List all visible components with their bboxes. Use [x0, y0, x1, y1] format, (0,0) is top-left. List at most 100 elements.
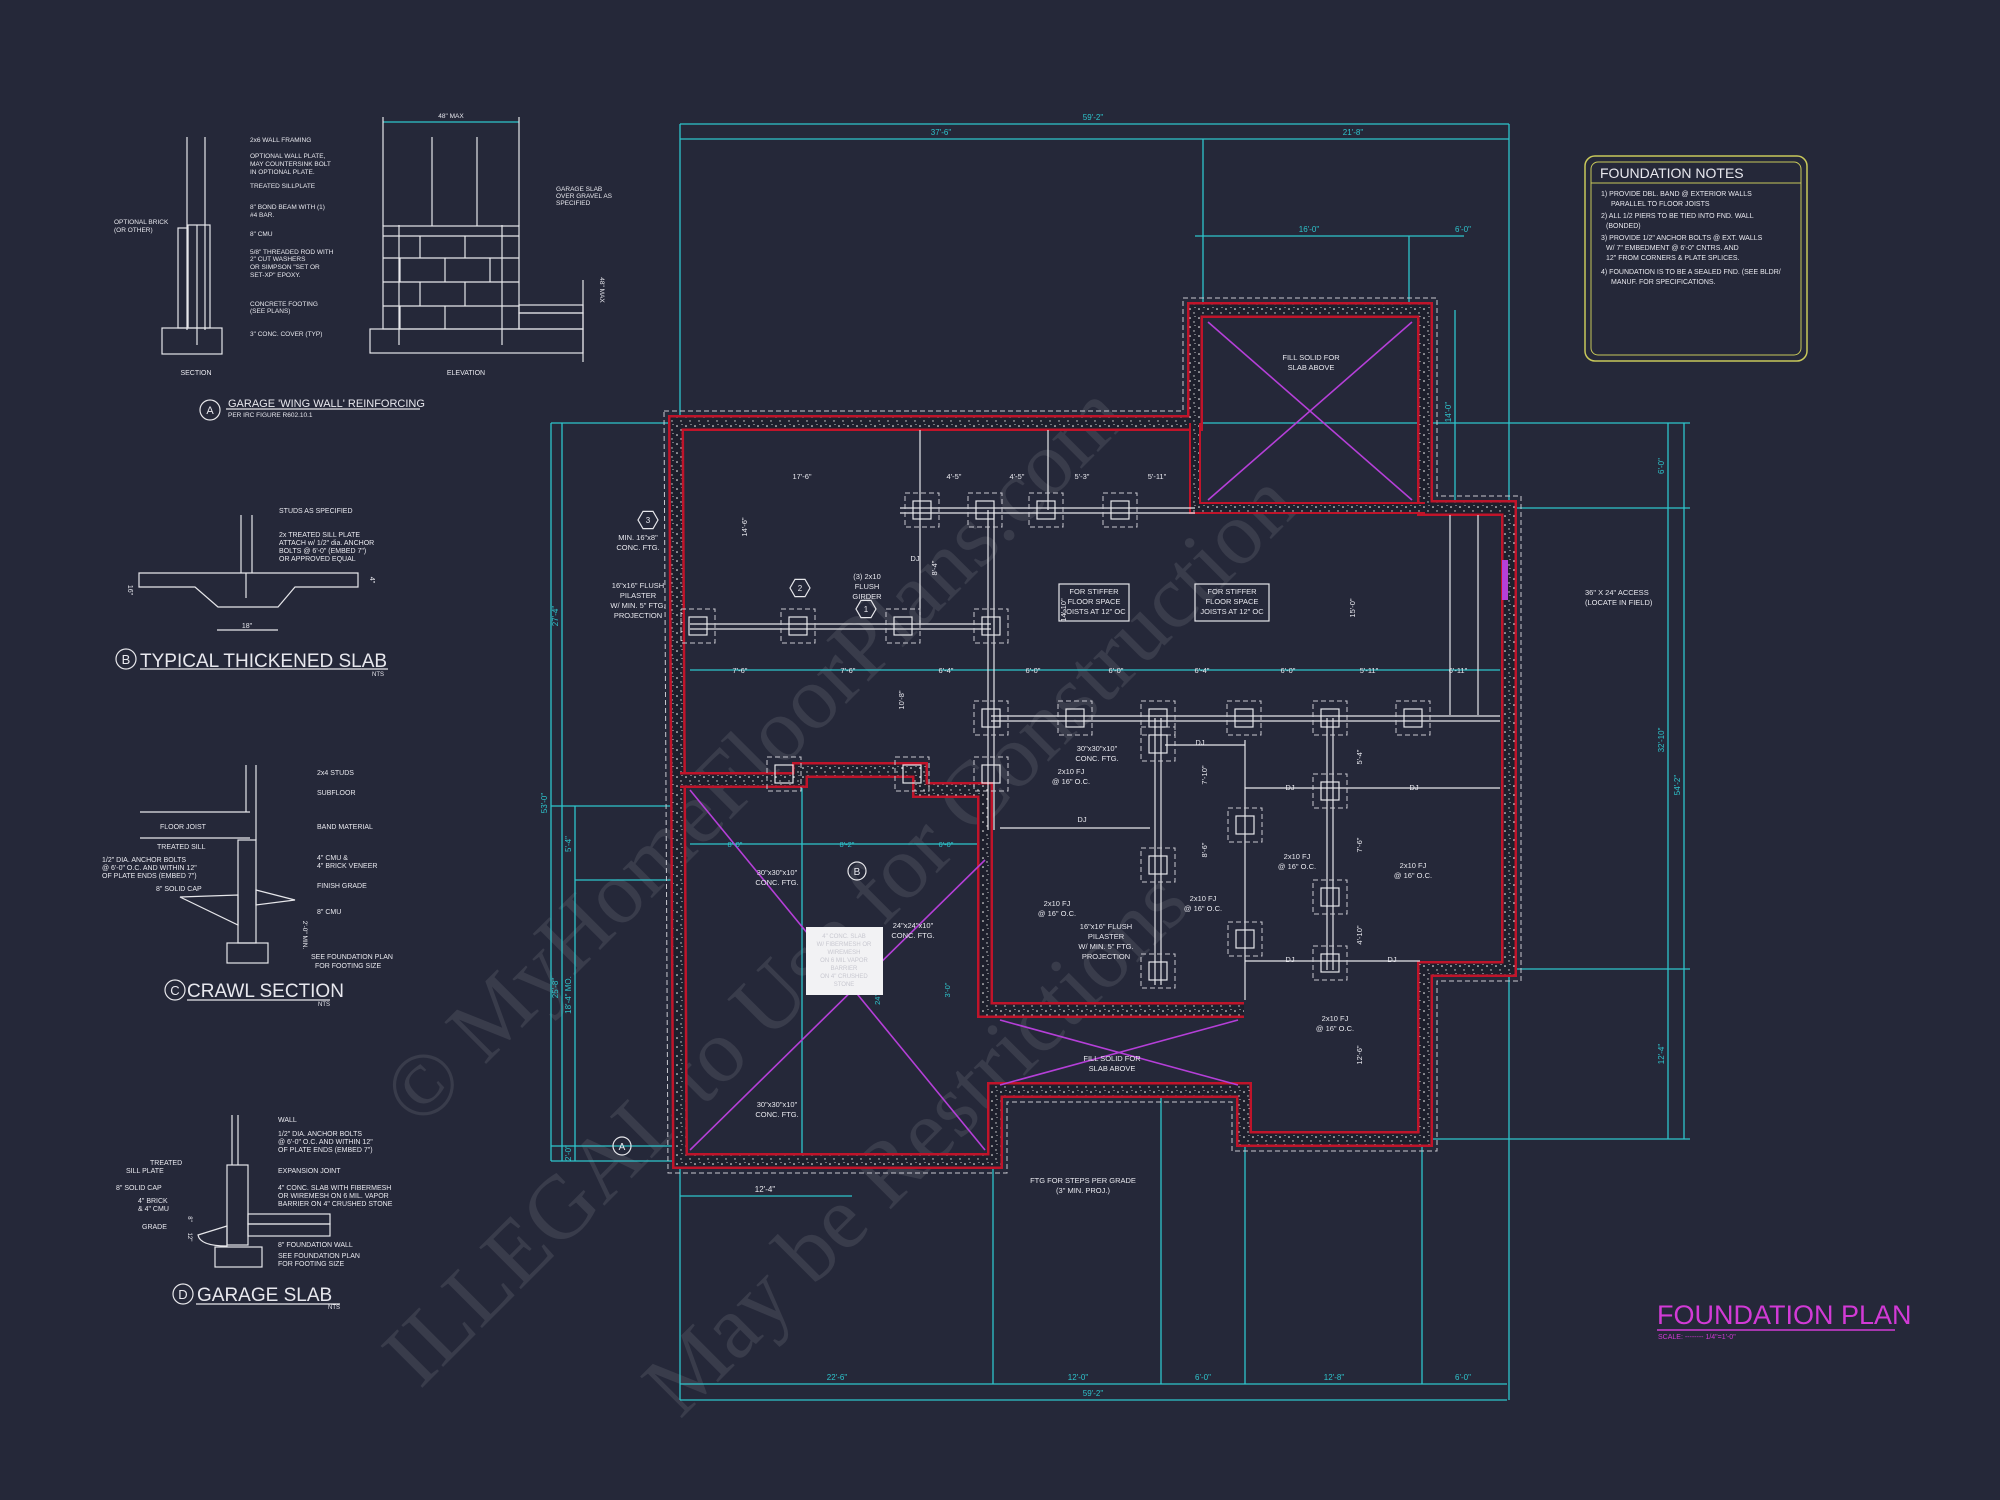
detail-a-label: OPTIONAL BRICK	[114, 219, 169, 226]
detail-b-label: 2x TREATED SILL PLATE	[279, 532, 360, 539]
detail-c-label: FLOOR JOIST	[160, 824, 207, 831]
callout-stiffer-floor: FLOOR SPACE	[1206, 597, 1259, 606]
detail-d-label: OR WIREMESH ON 6 MIL. VAPOR	[278, 1193, 389, 1200]
crawl-access-opening	[1502, 560, 1508, 600]
pier	[902, 764, 922, 784]
pier-footing	[1395, 700, 1431, 736]
dim-overall-width: 59'-2"	[1083, 1389, 1104, 1398]
dim-interior: 7'-6"	[733, 666, 748, 675]
detail-d-marker	[172, 1283, 194, 1305]
dim: 6'-0"	[1455, 225, 1471, 234]
detail-d-label: SILL PLATE	[126, 1168, 164, 1175]
note-line: 3) PROVIDE 1/2" ANCHOR BOLTS @ EXT. WALL…	[1601, 235, 1763, 242]
dim-interior: 8'-2"	[840, 840, 855, 849]
watermark: © MyHomeFloorPlans.com ILLEGAL to Use fo…	[364, 365, 1315, 1434]
detail-a-label: OVER GRAVEL AS	[556, 193, 613, 200]
detail-d-label: 1/2" DIA. ANCHOR BOLTS	[278, 1131, 362, 1138]
dim-interior: 14'-6"	[740, 517, 749, 536]
callout-conc-footing: 30"x30"x10"	[1077, 744, 1118, 753]
detail-a-title: GARAGE 'WING WALL' REINFORCING	[228, 398, 425, 410]
dim: 14'-0"	[1444, 402, 1453, 423]
note-line: 2) ALL 1/2 PIERS TO BE TIED INTO FND. WA…	[1601, 213, 1754, 220]
callout-conc-footing: CONC. FTG.	[755, 1110, 798, 1119]
detail-c-label: 4" BRICK VENEER	[317, 863, 377, 870]
dim-interior: 12'-6"	[1355, 1045, 1364, 1064]
detail-d-title: GARAGE SLAB	[197, 1285, 332, 1306]
detail-d-label: 4" CONC. SLAB WITH FIBERMESH	[278, 1185, 391, 1192]
callout-crawl-access: (LOCATE IN FIELD)	[1585, 598, 1653, 607]
detail-c-marker-letter: C	[170, 983, 179, 998]
floor-joist-label: @ 16" O.C.	[1278, 862, 1316, 871]
dim-interior: 17'-6"	[792, 472, 811, 481]
section-marker-b: B	[854, 867, 861, 878]
dim: 6'-0"	[1657, 458, 1666, 474]
dim-interior: 10'-8"	[897, 690, 906, 709]
pier	[774, 764, 794, 784]
detail-a-marker	[199, 399, 221, 421]
callout-fill-solid: SLAB ABOVE	[1089, 1064, 1136, 1073]
section-marker-circle	[847, 861, 867, 881]
note-line: W/ 7" EMBEDMENT @ 6'-0" CNTRS. AND	[1606, 245, 1739, 252]
dim: 12'-4"	[1657, 1044, 1666, 1065]
detail-c-label: @ 6'-0" O.C. AND WITHIN 12"	[102, 865, 197, 872]
detail-c-marker	[164, 979, 186, 1001]
callout-hexagon	[855, 599, 877, 619]
detail-a-label: OR SIMPSON "SET OR	[250, 264, 320, 271]
plan-scale: SCALE: -------- 1/4"=1'-0"	[1658, 1334, 1736, 1341]
dim: 5'-4"	[564, 836, 573, 852]
pier-footing	[973, 756, 1009, 792]
floor-joist-label: 2x10 FJ	[1190, 894, 1217, 903]
detail-d-label: GRADE	[142, 1224, 167, 1231]
dim: 25'-8"	[551, 978, 560, 999]
callout-flush-girder: GIRDER	[852, 592, 882, 601]
foundation-notes-box	[1584, 155, 1808, 362]
piers	[680, 492, 1431, 989]
double-joist-label: DJ	[910, 554, 919, 563]
pier	[1235, 815, 1255, 835]
dim: 32'-10"	[1657, 727, 1666, 752]
double-joist-label: DJ	[1387, 955, 1396, 964]
detail-a-label: (OR OTHER)	[114, 227, 153, 234]
dim-interior: 7'-6"	[1355, 837, 1364, 852]
callout-hex-2: 2	[798, 584, 803, 593]
callout-stiffer-floor: FOR STIFFER	[1207, 587, 1257, 596]
pier-footing	[1140, 847, 1176, 883]
callout-min-footing: CONC. FTG.	[616, 543, 659, 552]
pier	[912, 500, 932, 520]
pier-footing	[1226, 700, 1262, 736]
dim: 12'-0"	[1068, 1373, 1089, 1382]
detail-a-label: 3" CONC. COVER (TYP)	[250, 331, 322, 338]
pier	[1320, 887, 1340, 907]
pier	[981, 616, 1001, 636]
detail-c-label: 8" SOLID CAP	[156, 886, 202, 893]
callout-flush-pilaster: 16"x16" FLUSH	[612, 581, 664, 590]
detail-c-scale: NTS	[318, 1002, 330, 1008]
callout-flush-pilaster: W/ MIN. 5" FTG.	[1078, 942, 1133, 951]
detail-b-label: BOLTS @ 6'-0" (EMBED 7")	[279, 548, 366, 555]
detail-c-label: FOR FOOTING SIZE	[315, 963, 381, 970]
callout-conc-footing: CONC. FTG.	[891, 931, 934, 940]
pier	[1065, 708, 1085, 728]
detail-b-scale: NTS	[372, 672, 384, 678]
detail-d-label: @ 6'-0" O.C. AND WITHIN 12"	[278, 1139, 373, 1146]
callout-flush-girder: (3) 2x10	[853, 572, 881, 581]
detail-a-label: CONCRETE FOOTING	[250, 301, 318, 308]
callout-conc-footing: 30"x30"x10"	[757, 1100, 798, 1109]
detail-b-thickened-slab	[115, 515, 388, 670]
slab-note-text: ON 4" CRUSHED	[820, 974, 868, 980]
detail-c-crawl-section	[140, 765, 330, 1001]
detail-d-label: OF PLATE ENDS (EMBED 7")	[278, 1147, 373, 1154]
pier-footing	[1227, 921, 1263, 957]
callout-hex-1: 1	[864, 605, 869, 614]
detail-c-label: BAND MATERIAL	[317, 824, 373, 831]
dim-overall-width: 59'-2"	[1083, 113, 1104, 122]
callout-flush-pilaster: PILASTER	[1088, 932, 1125, 941]
pier	[893, 616, 913, 636]
callout-flush-pilaster: PROJECTION	[1082, 952, 1130, 961]
dim: 6'-0"	[1455, 1373, 1471, 1382]
pier-footing	[904, 492, 940, 528]
pier-footing	[1140, 700, 1176, 736]
slab-note-box	[806, 927, 883, 995]
detail-b-marker-letter: B	[122, 652, 131, 667]
